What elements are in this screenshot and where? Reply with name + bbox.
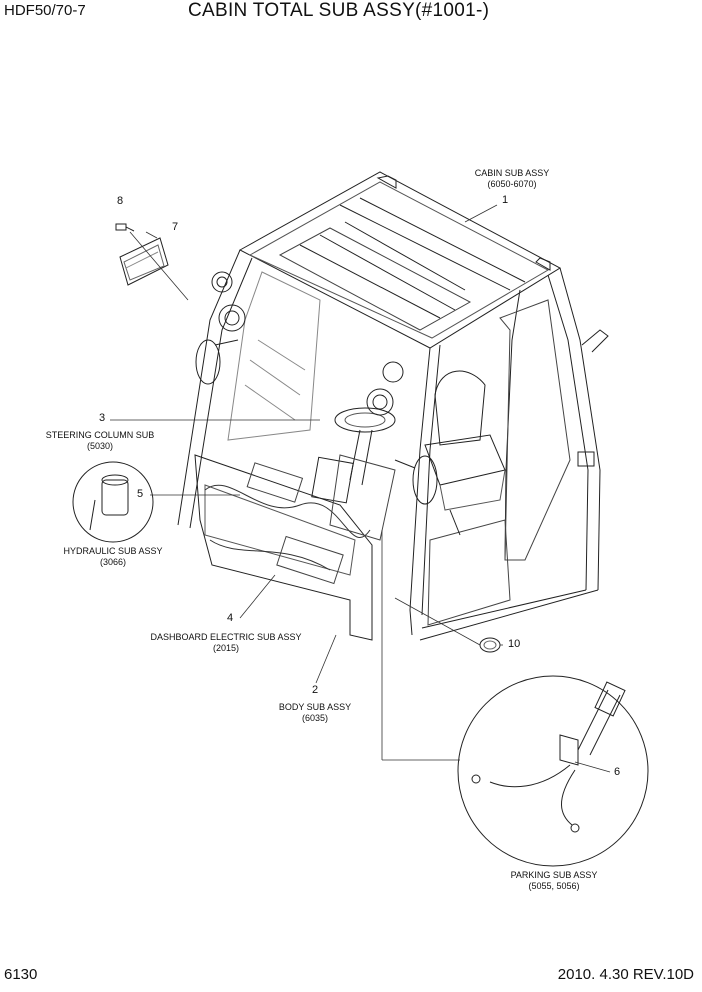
hydraulic-detail bbox=[72, 461, 154, 543]
callout-1-number: 1 bbox=[502, 194, 509, 206]
callout-4-code: (2015) bbox=[212, 643, 239, 653]
item-8-bolt bbox=[115, 223, 135, 232]
callout-6-label: PARKING SUB ASSY (5055, 5056) bbox=[500, 870, 608, 892]
callout-6-code: (5055, 5056) bbox=[528, 881, 580, 891]
callout-3-number: 3 bbox=[99, 412, 106, 424]
callout-2-number: 2 bbox=[312, 684, 319, 696]
callout-5-label: HYDRAULIC SUB ASSY (3066) bbox=[50, 546, 176, 568]
cabin-roof bbox=[238, 171, 562, 349]
callout-1-label: CABIN SUB ASSY (6050-6070) bbox=[460, 168, 564, 190]
windshield bbox=[227, 271, 321, 441]
callout-6-number: 6 bbox=[614, 766, 621, 778]
exhaust-pipe bbox=[577, 329, 609, 467]
callout-10-number: 10 bbox=[508, 638, 521, 650]
callout-7-number: 7 bbox=[172, 221, 179, 233]
operator-seat bbox=[424, 370, 506, 536]
callout-3-name: STEERING COLUMN SUB bbox=[45, 430, 155, 440]
parking-detail bbox=[457, 675, 649, 867]
callout-3-label: STEERING COLUMN SUB (5030) bbox=[30, 430, 170, 452]
callout-5-code: (3066) bbox=[99, 557, 126, 567]
page-title: CABIN TOTAL SUB ASSY(#1001-) bbox=[188, 0, 490, 21]
callout-6-name: PARKING SUB ASSY bbox=[510, 870, 598, 880]
callout-1-name: CABIN SUB ASSY bbox=[474, 168, 550, 178]
callout-2-code: (6035) bbox=[301, 713, 328, 723]
callout-1-code: (6050-6070) bbox=[487, 179, 537, 189]
leader-lines bbox=[110, 204, 611, 773]
callout-4-label: DASHBOARD ELECTRIC SUB ASSY (2015) bbox=[140, 632, 312, 654]
callout-8-number: 8 bbox=[117, 195, 124, 207]
steering-column bbox=[311, 407, 396, 541]
work-lights bbox=[211, 271, 404, 416]
model-code: HDF50/70-7 bbox=[4, 2, 86, 19]
item-7-bracket bbox=[119, 237, 169, 286]
callout-3-code: (5030) bbox=[86, 441, 113, 451]
callout-5-number: 5 bbox=[137, 488, 144, 500]
callout-2-label: BODY SUB ASSY (6035) bbox=[265, 702, 365, 724]
callout-4-number: 4 bbox=[227, 612, 234, 624]
callout-2-name: BODY SUB ASSY bbox=[278, 702, 352, 712]
callout-5-name: HYDRAULIC SUB ASSY bbox=[63, 546, 163, 556]
cabin-frame bbox=[177, 249, 601, 641]
revision-date: 2010. 4.30 REV.10D bbox=[557, 966, 694, 983]
side-mirrors bbox=[195, 339, 438, 505]
page-number: 6130 bbox=[4, 966, 38, 983]
item-10-plug bbox=[479, 637, 501, 653]
dashboard-panel bbox=[194, 454, 373, 641]
callout-4-name: DASHBOARD ELECTRIC SUB ASSY bbox=[150, 632, 302, 642]
